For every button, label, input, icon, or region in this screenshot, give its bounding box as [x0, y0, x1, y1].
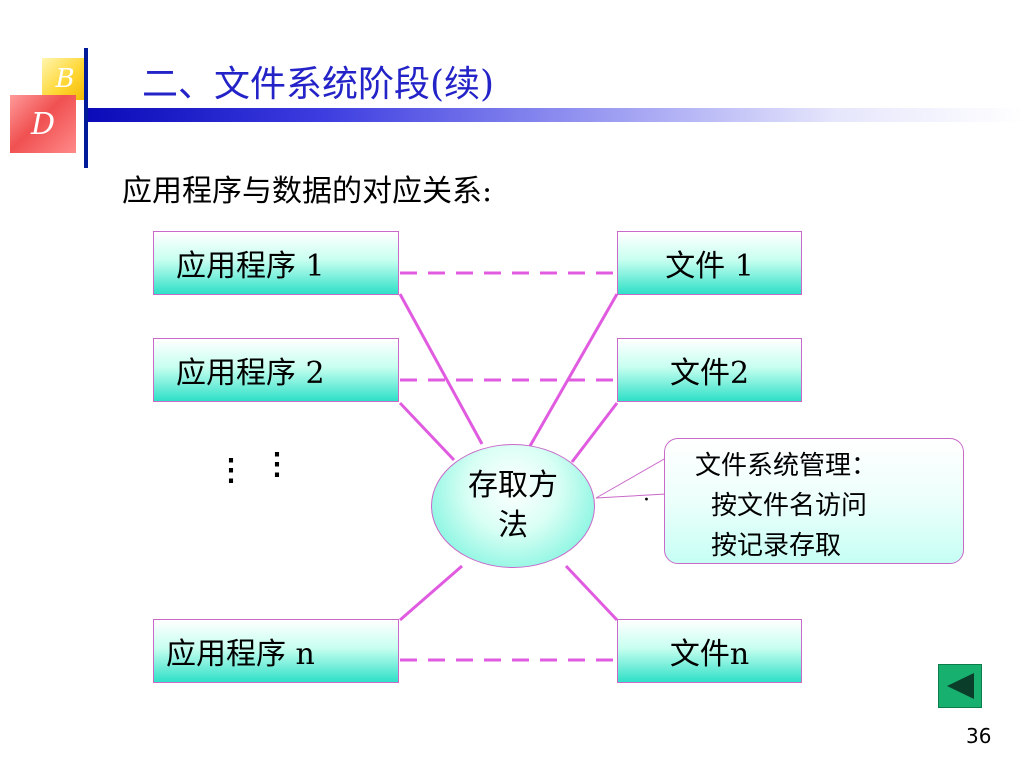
subtitle: 应用程序与数据的对应关系: [122, 174, 493, 209]
file-label-1: 文件 1 [665, 249, 754, 284]
file-box-2: 文件2 [617, 338, 802, 402]
title-underline-bar [86, 108, 1024, 122]
link-app2-center [398, 401, 456, 462]
ellipsis-glyph-left: ⋮ [216, 453, 246, 488]
ellipsis-dots-left: ⋮ [216, 456, 246, 486]
application-label-n: 应用程序 n [166, 637, 315, 672]
file-system-callout: 文件系统管理： 按文件名访问 按记录存取 [664, 438, 964, 564]
logo-d-letter: D [30, 106, 56, 142]
triangle-left-icon [947, 673, 974, 699]
ellipsis-dots-right: ⋮ [262, 450, 292, 480]
file-box-n: 文件n [617, 619, 802, 683]
title-vertical-bar [84, 48, 88, 168]
ellipsis-glyph-right: ⋮ [262, 447, 292, 482]
page-number: 36 [966, 724, 992, 748]
callout-title: 文件系统管理： [695, 451, 878, 481]
logo-b-letter: B [55, 64, 75, 94]
file-label-n: 文件n [669, 637, 750, 672]
callout-item-by-name: 按文件名访问 [711, 491, 868, 521]
access-method-node: 存取方法 [431, 444, 595, 568]
link-filen-center [564, 564, 619, 622]
logo-d-badge: D [10, 95, 76, 153]
logo-b-badge: B [42, 58, 88, 100]
file-box-1: 文件 1 [617, 231, 802, 295]
back-button[interactable] [938, 664, 982, 708]
small-dot: · [643, 488, 650, 513]
callout-pointer [595, 457, 667, 499]
link-file2-center [570, 402, 619, 463]
link-appn-center [399, 564, 463, 622]
application-box-2: 应用程序 2 [153, 338, 399, 402]
slide-title: 二、文件系统阶段(续) [142, 64, 495, 105]
access-method-label: 存取方法 [468, 468, 558, 543]
application-box-n: 应用程序 n [153, 619, 399, 683]
application-label-2: 应用程序 2 [176, 356, 325, 391]
file-label-2: 文件2 [669, 356, 750, 391]
callout-item-by-record: 按记录存取 [711, 531, 842, 561]
application-label-1: 应用程序 1 [176, 249, 325, 284]
link-app1-center [398, 293, 484, 445]
link-file1-center [528, 293, 619, 447]
application-box-1: 应用程序 1 [153, 231, 399, 295]
